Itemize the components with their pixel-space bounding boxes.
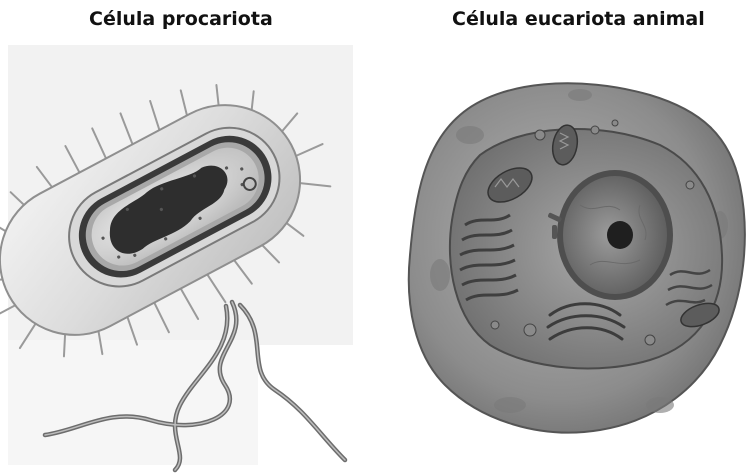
eukaryote-panel: [400, 75, 751, 445]
nucleolus: [607, 221, 633, 249]
prokaryotic-cell-illustration: [0, 40, 360, 475]
prokaryote-title: Célula procariota: [89, 8, 273, 30]
eukaryote-title: Célula eucariota animal: [452, 8, 705, 30]
animal-cell-illustration: [400, 75, 751, 445]
prokaryote-panel: [0, 40, 360, 475]
